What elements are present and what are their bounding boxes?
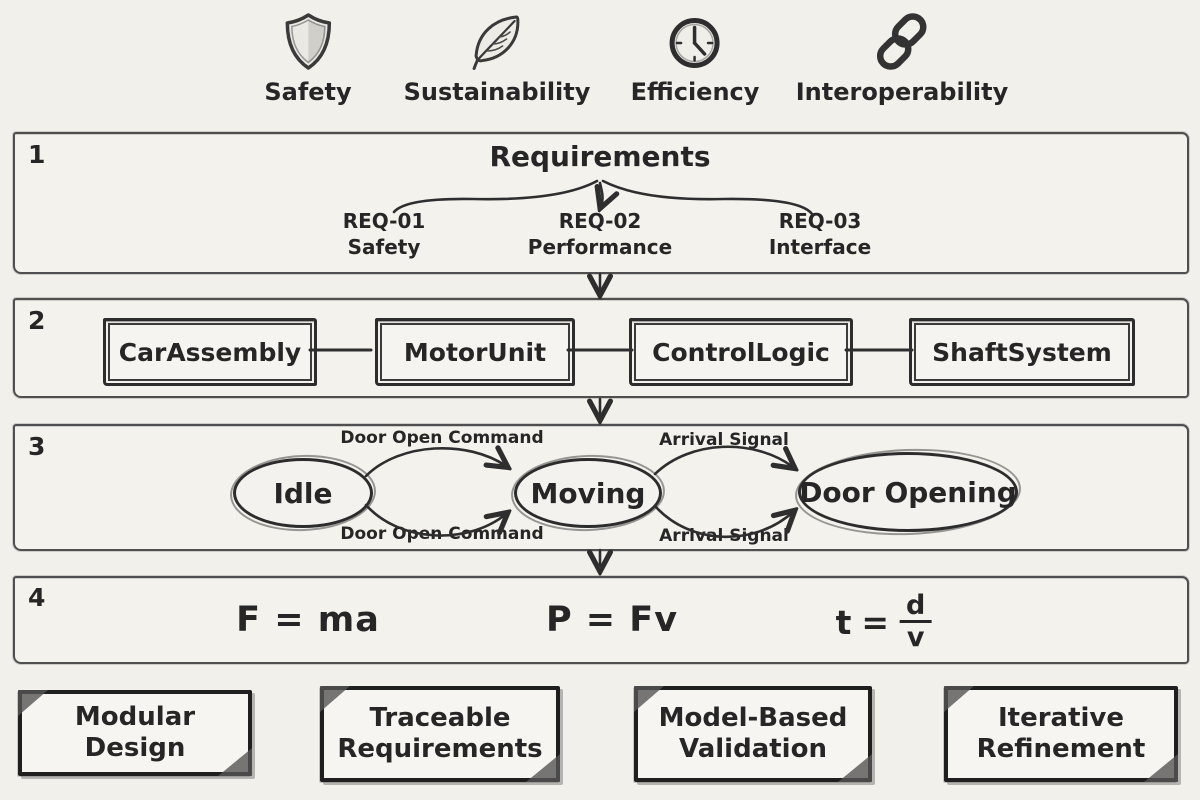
formula-power: P = Fv (545, 600, 679, 640)
value-label: Efficiency (630, 78, 760, 106)
req-name: Safety (347, 235, 421, 259)
banner-label: Traceable Requirements (337, 702, 543, 764)
req-03: REQ-03 Interface (769, 208, 871, 260)
formula-equals: = (861, 602, 890, 642)
component-shaft-system: ShaftSystem (909, 318, 1135, 386)
req-name: Performance (527, 235, 673, 259)
state-moving: Moving (514, 458, 662, 528)
banner-traceable-requirements: Traceable Requirements (320, 686, 560, 782)
state-door-opening: Door Opening (798, 452, 1018, 532)
value-efficiency: Efficiency (630, 10, 760, 106)
banner-iterative-refinement: Iterative Refinement (944, 686, 1178, 782)
formula-time: t = d v (835, 590, 933, 653)
transition-label-arrival-bottom: Arrival Signal (659, 526, 789, 546)
banner-modular-design: Modular Design (18, 690, 252, 776)
component-label: ControlLogic (652, 337, 830, 367)
transition-label-door-open-top: Door Open Command (340, 428, 544, 448)
banner-label: Model-Based Validation (658, 702, 848, 764)
section-number-3: 3 (28, 432, 46, 461)
fraction-denominator: v (899, 620, 932, 652)
transition-label-door-open-bottom: Door Open Command (340, 524, 544, 544)
banner-label: Modular Design (74, 701, 196, 763)
value-interoperability: Interoperability (795, 10, 1009, 106)
req-02: REQ-02 Performance (528, 208, 672, 260)
formula-lhs: t (835, 602, 852, 642)
formula-force: F = ma (236, 600, 380, 640)
value-label: Sustainability (403, 78, 591, 106)
shield-icon (285, 13, 331, 70)
component-label: CarAssembly (118, 337, 302, 367)
component-label: MotorUnit (403, 337, 547, 367)
transition-label-arrival-top: Arrival Signal (659, 430, 789, 450)
value-label: Interoperability (795, 78, 1009, 106)
value-sustainability: Sustainability (403, 10, 591, 106)
component-control-logic: ControlLogic (629, 318, 853, 386)
req-id: REQ-02 (558, 209, 642, 233)
section-number-2: 2 (28, 306, 46, 335)
req-01: REQ-01 Safety (343, 208, 426, 260)
req-id: REQ-01 (342, 209, 426, 233)
component-car-assembly: CarAssembly (103, 318, 317, 386)
leaf-icon (473, 15, 520, 70)
state-label: Door Opening (799, 475, 1017, 509)
banner-label: Iterative Refinement (976, 702, 1146, 764)
requirements-title: Requirements (489, 140, 711, 173)
req-name: Interface (768, 235, 872, 259)
chain-links-icon (877, 13, 927, 70)
section-number-1: 1 (28, 140, 46, 169)
component-label: ShaftSystem (932, 337, 1112, 367)
state-idle: Idle (233, 458, 373, 528)
fraction: d v (899, 590, 932, 653)
clock-icon (669, 18, 720, 68)
state-label: Moving (530, 476, 646, 510)
component-motor-unit: MotorUnit (375, 318, 575, 386)
section-number-4: 4 (28, 583, 46, 612)
value-label: Safety (264, 78, 352, 106)
banner-model-based-validation: Model-Based Validation (634, 686, 872, 782)
fraction-numerator: d (906, 590, 926, 621)
req-id: REQ-03 (778, 209, 862, 233)
state-label: Idle (273, 476, 333, 510)
value-safety: Safety (264, 10, 352, 106)
section-formulas-frame (13, 576, 1189, 664)
